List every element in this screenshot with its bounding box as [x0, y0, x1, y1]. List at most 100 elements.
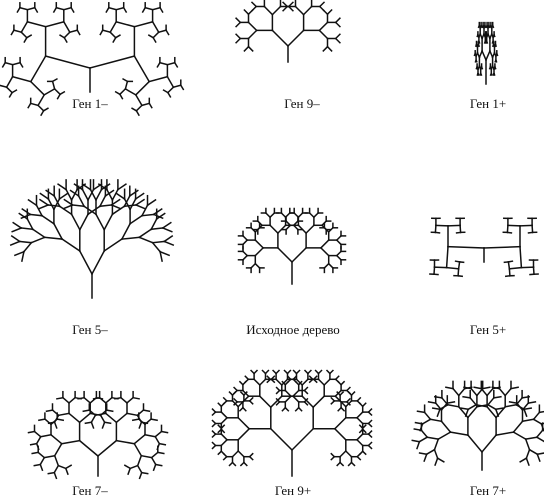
tree-branch	[54, 473, 56, 479]
tree-branch	[167, 77, 173, 88]
tree-branch	[163, 228, 172, 232]
tree-branch	[168, 87, 174, 92]
tree-branch	[505, 389, 511, 396]
tree-branch	[285, 391, 291, 397]
tree-branch	[27, 8, 34, 10]
tree-branch	[46, 56, 90, 68]
tree-branch	[427, 450, 435, 455]
tree-branch	[435, 450, 438, 459]
label-gen-1-minus: Ген 1–	[0, 96, 180, 112]
tree-branch	[252, 2, 256, 6]
tree-branch	[427, 437, 438, 439]
tree-branch	[149, 35, 153, 38]
tree-branch	[159, 444, 165, 445]
tree-branch	[221, 418, 227, 424]
tree-branch	[122, 224, 130, 239]
tree-branch	[461, 408, 468, 409]
tree-branch	[37, 205, 43, 215]
tree-branch	[221, 412, 227, 418]
tree-branch	[493, 26, 494, 28]
tree-branch	[113, 38, 116, 42]
tree-branch	[236, 34, 240, 38]
tree-branch	[238, 451, 244, 457]
tree-branch	[528, 402, 535, 403]
label-gen-7-minus: Ген 7–	[0, 483, 180, 499]
tree-branch	[109, 8, 116, 10]
tree-branch	[164, 90, 168, 93]
tree-branch	[313, 396, 324, 407]
tree-branch	[158, 452, 164, 453]
tree-branch	[107, 410, 113, 411]
tree-branch	[260, 379, 266, 385]
tree-branch	[31, 444, 37, 445]
tree-branch	[249, 47, 253, 51]
tree-branch	[324, 379, 330, 385]
tree-branch	[507, 225, 508, 232]
tree-branch	[296, 408, 299, 411]
tree-branch	[71, 8, 74, 12]
tree-branch	[27, 22, 45, 27]
tree-branch	[254, 371, 257, 374]
tree-branch	[369, 434, 372, 437]
tree-branch	[496, 45, 497, 47]
label-gen-7-plus: Ген 7+	[398, 483, 544, 499]
tree-branch	[530, 450, 538, 455]
tree-branch	[457, 232, 461, 233]
tree-branch	[447, 247, 448, 268]
tree-branch	[302, 379, 308, 385]
tree-branch	[508, 225, 520, 226]
tree-gen-1-plus	[475, 23, 498, 84]
tree-branch	[496, 408, 503, 409]
tree-branch	[40, 200, 48, 205]
tree-branch	[105, 422, 111, 423]
label-gen-5-minus: Ген 5–	[0, 322, 180, 338]
tree-branch	[272, 30, 288, 46]
tree-branch	[478, 45, 479, 47]
tree-branch	[494, 35, 495, 37]
tree-branch	[369, 424, 372, 427]
tree-branch	[514, 432, 526, 439]
tree-branch	[66, 465, 71, 468]
tree-branch	[62, 441, 80, 444]
tree-branch	[11, 241, 20, 245]
tree-branch	[53, 79, 57, 81]
tree-branch	[64, 22, 70, 32]
tree-branch	[80, 413, 91, 422]
tree-branch	[213, 409, 216, 412]
tree-branch	[159, 30, 166, 32]
tree-branch	[138, 466, 142, 473]
tree-branch	[148, 200, 156, 205]
tree-branch	[110, 22, 116, 32]
tree-branch	[499, 389, 505, 396]
tree-original-tree	[239, 209, 346, 285]
tree-branch	[13, 77, 31, 82]
tree-branch	[72, 214, 80, 229]
label-gen-9-minus: Ген 9–	[212, 96, 392, 112]
tree-branch	[266, 371, 269, 374]
tree-branch	[224, 398, 227, 401]
tree-branch	[21, 22, 27, 32]
tree-branch	[460, 225, 461, 232]
tree-branch	[241, 463, 244, 466]
tree-branch	[250, 457, 253, 460]
tree-branch	[106, 413, 117, 422]
tree-branch	[21, 228, 33, 229]
tree-branch	[249, 22, 257, 30]
tree-branch	[485, 41, 486, 43]
tree-branch	[511, 387, 518, 388]
tree-branch	[357, 434, 363, 440]
tree-branch	[164, 236, 172, 241]
tree-branch	[526, 450, 529, 459]
tree-branch	[46, 22, 64, 27]
tree-branch	[181, 85, 184, 89]
tree-branch	[41, 435, 51, 437]
tree-branch	[331, 398, 334, 401]
tree-branch	[537, 437, 544, 442]
tree-branch	[495, 67, 496, 69]
tree-branch	[100, 205, 112, 206]
tree-branch	[442, 421, 451, 432]
tree-branch	[103, 422, 105, 428]
tree-branch	[337, 463, 340, 466]
tree-branch	[526, 458, 529, 465]
